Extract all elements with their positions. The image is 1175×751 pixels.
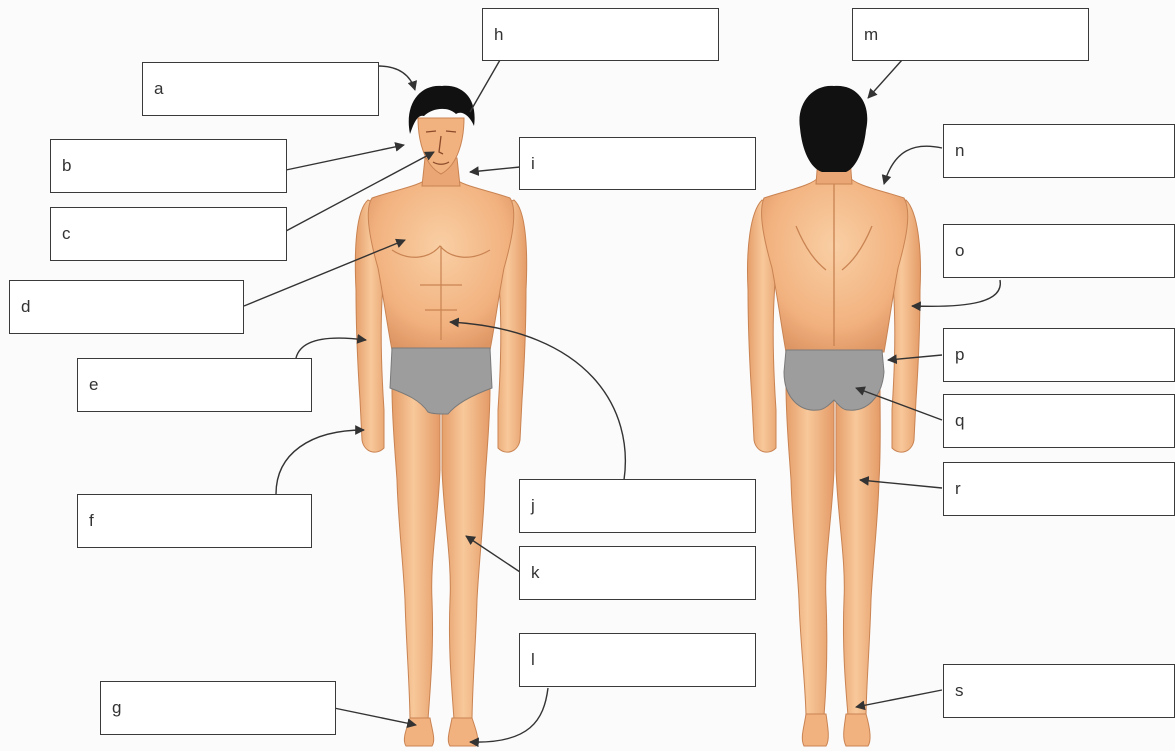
label-box-p[interactable]: p [943,328,1175,382]
label-letter: f [89,512,94,529]
label-box-g[interactable]: g [100,681,336,735]
back-torso [762,176,908,352]
arrow-e [296,338,366,358]
arrow-o [912,280,1000,306]
front-figure [355,86,526,746]
arrow-g [334,708,416,725]
label-box-s[interactable]: s [943,664,1175,718]
back-left-leg [786,385,834,718]
back-hair [799,86,867,172]
arrow-n [884,146,942,184]
label-box-i[interactable]: i [519,137,756,190]
label-box-q[interactable]: q [943,394,1175,448]
label-letter: g [112,699,121,716]
label-letter: q [955,412,964,429]
label-letter: m [864,26,878,43]
label-letter: p [955,346,964,363]
arrow-s [856,690,942,707]
label-box-b[interactable]: b [50,139,287,193]
back-right-leg [836,385,880,718]
front-right-leg [442,388,490,722]
label-letter: i [531,155,535,172]
label-box-l[interactable]: l [519,633,756,687]
label-letter: c [62,225,71,242]
label-box-f[interactable]: f [77,494,312,548]
label-letter: n [955,142,964,159]
label-box-r[interactable]: r [943,462,1175,516]
label-box-h[interactable]: h [482,8,719,61]
arrow-m [868,60,902,98]
label-box-c[interactable]: c [50,207,287,261]
arrow-f [276,430,364,494]
back-figure [748,86,921,746]
label-letter: o [955,242,964,259]
arrow-a [378,66,415,90]
back-right-foot [844,714,870,746]
label-letter: d [21,298,30,315]
label-letter: b [62,157,71,174]
front-left-foot [404,718,433,746]
label-box-o[interactable]: o [943,224,1175,278]
label-letter: r [955,480,961,497]
arrow-i [470,167,520,172]
arrow-b [286,145,404,170]
label-letter: h [494,26,503,43]
arrow-l [470,688,548,742]
label-letter: e [89,376,98,393]
label-letter: a [154,80,163,97]
label-box-n[interactable]: n [943,124,1175,178]
label-box-d[interactable]: d [9,280,244,334]
arrow-h [470,60,500,112]
label-letter: s [955,682,964,699]
label-box-a[interactable]: a [142,62,379,116]
label-letter: j [531,497,535,514]
label-box-m[interactable]: m [852,8,1089,61]
label-letter: k [531,564,540,581]
back-left-foot [802,714,828,746]
front-left-leg [392,388,440,722]
label-letter: l [531,651,535,668]
label-box-k[interactable]: k [519,546,756,600]
label-box-e[interactable]: e [77,358,312,412]
label-box-j[interactable]: j [519,479,756,533]
